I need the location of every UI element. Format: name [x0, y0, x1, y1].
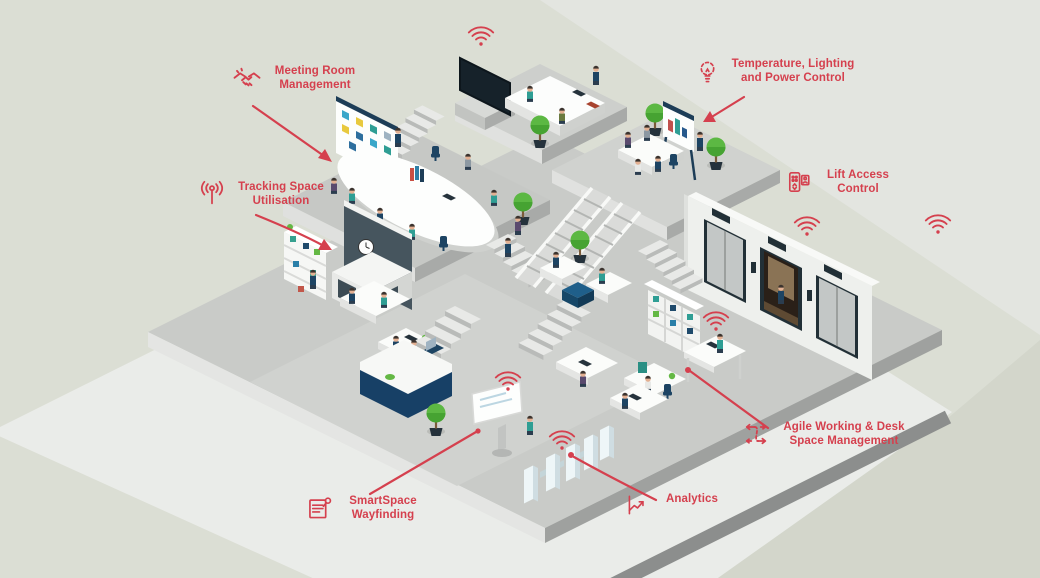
person [465, 153, 471, 170]
books-on-table [410, 166, 424, 182]
person [527, 415, 533, 435]
person [349, 187, 355, 204]
person [331, 177, 337, 194]
person [580, 370, 586, 387]
plant [530, 115, 550, 148]
person [717, 333, 723, 353]
person [349, 287, 355, 304]
callout-label: SmartSpace Wayfinding [349, 495, 417, 522]
person [310, 269, 316, 289]
callout-label: Lift Access Control [826, 169, 890, 196]
lounge-area [505, 192, 632, 308]
agile-arrows-icon [745, 423, 767, 445]
gate-post [524, 465, 538, 504]
desk-divider [638, 362, 647, 373]
person [599, 267, 605, 284]
callout-agile: Agile Working & Desk Space Management [742, 420, 911, 448]
callout-leader-lines [251, 95, 770, 502]
gate-post [566, 443, 580, 482]
person [505, 237, 511, 257]
person [491, 189, 497, 206]
entrance-gates [524, 425, 614, 504]
callout-label: Analytics [665, 493, 719, 505]
person [622, 392, 628, 409]
escalators [405, 186, 642, 369]
callout-lift: Lift Access Control [786, 168, 897, 196]
gate-post [600, 425, 614, 461]
wayfinding-sign-icon [309, 497, 332, 519]
agile-working-area [556, 280, 746, 420]
person [559, 107, 565, 124]
handshake-icon [233, 67, 261, 87]
callout-label: Meeting Room Management [274, 65, 356, 92]
person [778, 284, 784, 304]
elevator-wall [684, 192, 880, 380]
lightbulb-icon [700, 61, 715, 83]
callout-label: Agile Working & Desk Space Management [783, 421, 905, 448]
person [395, 127, 401, 147]
callout-wayfinding: SmartSpace Wayfinding [306, 494, 426, 522]
person [635, 158, 641, 175]
person [625, 131, 631, 148]
analytics-chart-icon [628, 495, 644, 515]
callout-temperature: Temperature, Lighting and Power Control [694, 57, 858, 87]
top-floor-office [379, 56, 605, 159]
gate-post [546, 453, 560, 492]
person [644, 124, 650, 141]
callout-tracking: Tracking Space Utilisation [198, 180, 329, 208]
callout-meeting-room: Meeting Room Management [232, 64, 361, 94]
tv-screen [459, 56, 511, 117]
person [553, 251, 559, 268]
red-folder [586, 101, 600, 109]
plant [426, 403, 446, 436]
person [515, 215, 521, 235]
callout-label: Temperature, Lighting and Power Control [731, 58, 855, 85]
gate-post [584, 434, 598, 471]
lift-access-panel-icon [788, 171, 810, 193]
person [527, 85, 533, 102]
person [381, 291, 387, 308]
conference-area [618, 101, 726, 294]
callout-analytics: Analytics [624, 492, 727, 518]
person [593, 65, 599, 85]
sensor-antenna-icon [200, 180, 224, 205]
reception-area [360, 337, 533, 457]
standing-bench [684, 336, 746, 367]
plant [706, 137, 726, 170]
meeting-room-area [331, 96, 551, 288]
person [655, 155, 661, 172]
person [697, 131, 703, 151]
sticky-notes [342, 110, 391, 166]
callout-label: Tracking Space Utilisation [238, 181, 324, 208]
plant [570, 230, 590, 263]
